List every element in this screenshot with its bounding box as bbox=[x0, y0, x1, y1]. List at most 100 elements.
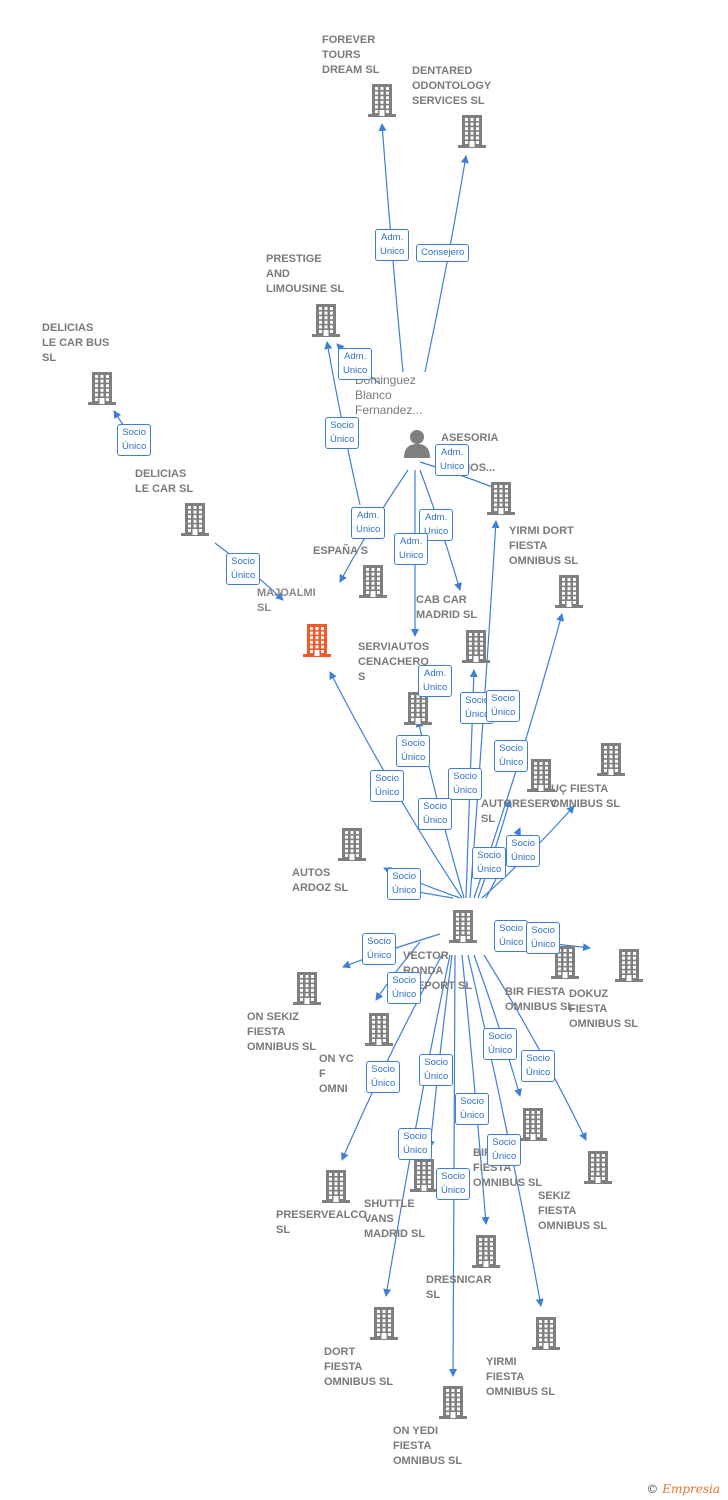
building-icon bbox=[365, 81, 399, 119]
company-node-on-yc[interactable] bbox=[362, 1010, 396, 1048]
company-label: PRESERVEALCO SL bbox=[276, 1209, 367, 1236]
company-node-on-sekiz[interactable] bbox=[290, 969, 324, 1007]
role-badge-socio-unico[interactable]: Socio Único bbox=[117, 424, 152, 456]
brand-name[interactable]: Empresia bbox=[662, 1482, 720, 1496]
company-node-autoreserv[interactable] bbox=[524, 756, 558, 794]
company-node-dokuz[interactable] bbox=[612, 946, 646, 984]
role-badge-socio-unico[interactable]: Socio Único bbox=[494, 920, 529, 952]
company-node-delicias-car[interactable] bbox=[178, 500, 212, 538]
company-label: DRESNICAR SL bbox=[426, 1274, 492, 1301]
company-label: DENTARED ODONTOLOGY SERVICES SL bbox=[412, 65, 492, 107]
building-icon bbox=[548, 943, 582, 981]
person-icon[interactable] bbox=[402, 428, 432, 463]
company-node-dort-fiesta[interactable] bbox=[367, 1304, 401, 1342]
role-badge-socio-unico[interactable]: Socio Único bbox=[370, 770, 405, 802]
edge-22 bbox=[341, 954, 443, 1161]
role-badge-socio-unico[interactable]: Socio Único bbox=[526, 922, 561, 954]
edge-28 bbox=[483, 954, 587, 1141]
role-badge-consejero[interactable]: Consejero bbox=[416, 244, 470, 262]
role-badge-socio-unico[interactable]: Socio Único bbox=[455, 1093, 490, 1125]
copyright-symbol: © bbox=[646, 1482, 659, 1496]
company-node-delicias-bus[interactable] bbox=[85, 369, 119, 407]
building-icon bbox=[469, 1232, 503, 1270]
edge-24 bbox=[449, 954, 458, 1377]
building-icon bbox=[524, 756, 558, 794]
company-node-prestige[interactable] bbox=[309, 301, 343, 339]
company-node-dentared[interactable] bbox=[455, 112, 489, 150]
edge-27 bbox=[473, 954, 522, 1097]
company-node-yirmi-dort[interactable] bbox=[552, 572, 586, 610]
role-badge-socio-unico[interactable]: Socio Único bbox=[419, 1054, 454, 1086]
company-label: ON YEDI FIESTA OMNIBUS SL bbox=[393, 1425, 463, 1467]
company-node-majoalmi[interactable] bbox=[300, 621, 334, 659]
role-badge-socio-unico[interactable]: Socio Único bbox=[448, 768, 483, 800]
company-node-forever-tours[interactable] bbox=[365, 81, 399, 119]
company-node-preservealco[interactable] bbox=[319, 1167, 353, 1205]
company-node-sekiz[interactable] bbox=[581, 1148, 615, 1186]
company-node-uc-fiesta[interactable] bbox=[594, 740, 628, 778]
role-badge-socio-unico[interactable]: Socio Único bbox=[483, 1028, 518, 1060]
building-icon bbox=[446, 907, 480, 945]
company-node-yirmi-fiesta[interactable] bbox=[529, 1314, 563, 1352]
company-label: SHUTTLE VANS MADRID SL bbox=[364, 1198, 426, 1240]
building-icon bbox=[459, 627, 493, 665]
company-label: YIRMI DORT FIESTA OMNIBUS SL bbox=[509, 525, 579, 567]
company-label: SEKIZ FIESTA OMNIBUS SL bbox=[538, 1190, 608, 1232]
person-label: Dominguez Blanco Fernandez... bbox=[355, 373, 423, 417]
company-label: DORT FIESTA OMNIBUS SL bbox=[324, 1346, 394, 1388]
company-node-vector[interactable] bbox=[446, 907, 480, 945]
role-badge-socio-unico[interactable]: Socio Único bbox=[387, 972, 422, 1004]
role-badge-adm-unico[interactable]: Adm. Unico bbox=[351, 507, 386, 539]
role-badge-socio-unico[interactable]: Socio Único bbox=[472, 847, 507, 879]
building-icon bbox=[362, 1010, 396, 1048]
building-icon bbox=[516, 1105, 550, 1143]
building-icon bbox=[612, 946, 646, 984]
company-label: SERVIAUTOS CENACHERO S bbox=[358, 641, 430, 683]
building-icon bbox=[85, 369, 119, 407]
role-badge-socio-unico[interactable]: Socio Único bbox=[494, 740, 529, 772]
role-badge-socio-unico[interactable]: Socio Único bbox=[486, 690, 521, 722]
role-badge-adm-unico[interactable]: Adm. Unico bbox=[435, 444, 470, 476]
role-badge-adm-unico[interactable]: Adm. Unico bbox=[375, 229, 410, 261]
company-label: CAB CAR MADRID SL bbox=[416, 594, 478, 621]
company-node-ikibir[interactable] bbox=[516, 1105, 550, 1143]
building-icon bbox=[335, 825, 369, 863]
role-badge-socio-unico[interactable]: Socio Único bbox=[325, 417, 360, 449]
building-icon bbox=[484, 479, 518, 517]
edge-29 bbox=[426, 954, 453, 1149]
company-label: PRESTIGE AND LIMOUSINE SL bbox=[266, 253, 345, 295]
role-badge-socio-unico[interactable]: Socio Único bbox=[396, 735, 431, 767]
role-badge-socio-unico[interactable]: Socio Único bbox=[226, 553, 261, 585]
role-badge-socio-unico[interactable]: Socio Único bbox=[366, 1061, 401, 1093]
role-badge-socio-unico[interactable]: Socio Único bbox=[521, 1050, 556, 1082]
building-icon bbox=[356, 562, 390, 600]
role-badge-adm-unico[interactable]: Adm. Unico bbox=[394, 533, 429, 565]
company-label: AUTOS ARDOZ SL bbox=[292, 867, 349, 894]
role-badge-adm-unico[interactable]: Adm. Unico bbox=[338, 348, 373, 380]
building-icon bbox=[436, 1383, 470, 1421]
building-icon bbox=[178, 500, 212, 538]
edge-25 bbox=[461, 954, 490, 1225]
role-badge-socio-unico[interactable]: Socio Único bbox=[387, 868, 422, 900]
role-badge-socio-unico[interactable]: Socio Único bbox=[487, 1134, 522, 1166]
building-icon bbox=[594, 740, 628, 778]
company-label: DELICIAS LE CAR SL bbox=[135, 468, 194, 495]
role-badge-adm-unico[interactable]: Adm. Unico bbox=[418, 665, 453, 697]
role-badge-socio-unico[interactable]: Socio Único bbox=[506, 835, 541, 867]
company-node-dresnicar[interactable] bbox=[469, 1232, 503, 1270]
building-icon bbox=[367, 1304, 401, 1342]
company-label: ON SEKIZ FIESTA OMNIBUS SL bbox=[247, 1011, 317, 1053]
role-badge-socio-unico[interactable]: Socio Único bbox=[418, 798, 453, 830]
company-node-on-yedi[interactable] bbox=[436, 1383, 470, 1421]
building-icon bbox=[552, 572, 586, 610]
edge-26 bbox=[467, 954, 544, 1307]
building-icon bbox=[290, 969, 324, 1007]
company-label: ON YC F OMNI bbox=[319, 1053, 354, 1095]
edge-1 bbox=[424, 155, 469, 373]
role-badge-socio-unico[interactable]: Socio Único bbox=[362, 933, 397, 965]
company-node-asesoria[interactable] bbox=[484, 479, 518, 517]
role-badge-socio-unico[interactable]: Socio Único bbox=[398, 1128, 433, 1160]
company-node-autos-ardoz[interactable] bbox=[335, 825, 369, 863]
role-badge-socio-unico[interactable]: Socio Único bbox=[436, 1168, 471, 1200]
company-label: AUTORESERV SL bbox=[481, 798, 558, 825]
